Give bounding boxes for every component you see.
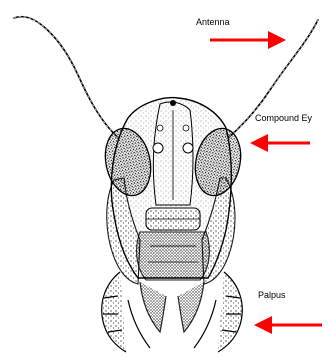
palpus-arrow <box>254 316 322 334</box>
right-ocellus <box>183 143 193 153</box>
left-mandible <box>140 282 166 332</box>
antenna-label: Antenna <box>196 17 230 27</box>
antenna-arrow <box>210 31 286 49</box>
left-palpus <box>102 272 126 352</box>
compound-eye-arrow <box>250 134 310 152</box>
right-palpus <box>218 272 242 352</box>
palpus-label: Palpus <box>258 290 286 300</box>
labrum <box>137 232 210 280</box>
left-ocellus <box>153 143 163 153</box>
mouthparts <box>102 272 243 352</box>
right-mandible <box>178 282 204 332</box>
compound-eye-label: Compound Ey <box>255 113 313 123</box>
